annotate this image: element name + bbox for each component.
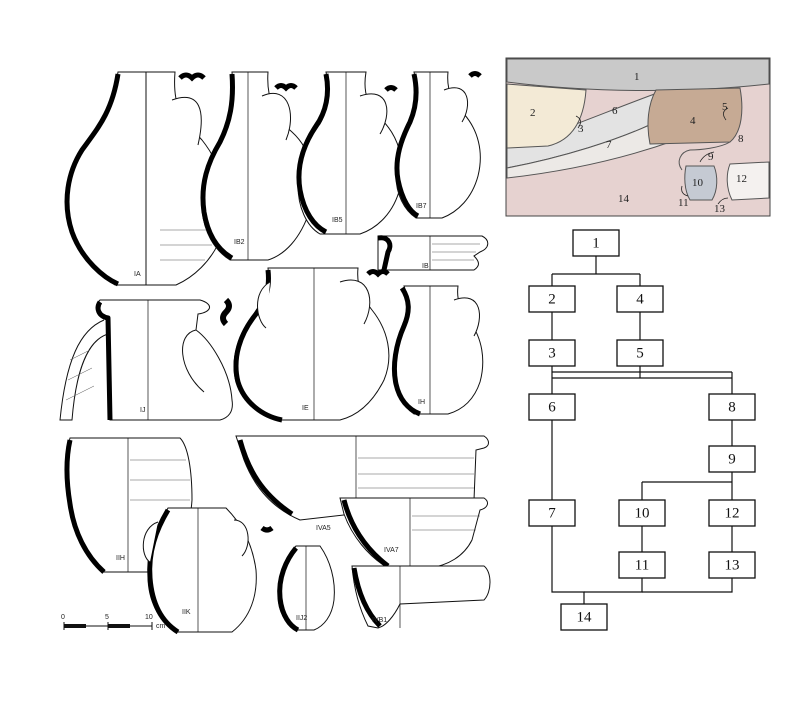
vessel-iik: IIK	[142, 507, 274, 635]
svg-text:2: 2	[548, 291, 556, 307]
label-ia: IA	[134, 271, 141, 278]
section-label-1: 1	[634, 71, 640, 83]
section-label-5: 5	[722, 101, 728, 113]
label-ib: IB	[422, 263, 429, 270]
vessel-ib: IB	[377, 235, 489, 271]
label-ib7: IB7	[416, 203, 427, 210]
section-label-11: 11	[678, 197, 689, 209]
scale-bar: 0 5 10 cm	[61, 614, 166, 630]
matrix-node-14: 14	[560, 603, 608, 631]
section-drawing: 1 2 3 4 5 6 7 8 9 10 11 12 13 14	[505, 57, 771, 217]
vessel-iij2: IIJ2	[277, 545, 335, 633]
section-unit-10-shape	[684, 165, 718, 201]
label-ib2: IB2	[234, 239, 245, 246]
vessel-ij: IJ	[59, 297, 233, 421]
section-label-13: 13	[714, 203, 726, 215]
section-label-14: 14	[618, 193, 630, 205]
matrix-node-13: 13	[708, 551, 756, 579]
matrix-node-5: 5	[616, 339, 664, 367]
section-unit-2-shape	[506, 83, 587, 149]
vessel-ib5: IB5	[296, 71, 403, 235]
matrix-node-8: 8	[708, 393, 756, 421]
svg-text:10: 10	[635, 505, 650, 521]
section-label-10: 10	[692, 177, 704, 189]
label-iik: IIK	[182, 609, 191, 616]
vessel-ih: IH	[391, 285, 484, 417]
harris-matrix: 1 2 4 3 5 6 8 9 7 10 12 11 13 14	[528, 229, 756, 631]
section-label-7: 7	[606, 139, 612, 151]
section-label-3: 3	[578, 123, 584, 135]
section-label-4: 4	[690, 115, 696, 127]
scale-unit: cm	[156, 623, 166, 630]
svg-text:8: 8	[728, 399, 736, 415]
svg-text:5: 5	[636, 345, 644, 361]
scale-tick-5: 5	[105, 614, 109, 621]
section-label-6: 6	[612, 105, 618, 117]
matrix-node-3: 3	[528, 339, 576, 367]
svg-text:14: 14	[577, 609, 593, 625]
svg-text:1: 1	[592, 235, 600, 251]
vessel-ie: IE	[233, 267, 390, 423]
scale-tick-0: 0	[61, 614, 65, 621]
svg-text:6: 6	[548, 399, 556, 415]
matrix-node-11: 11	[618, 551, 666, 579]
matrix-node-10: 10	[618, 499, 666, 527]
section-label-9: 9	[708, 151, 714, 163]
label-ij: IJ	[140, 407, 145, 414]
matrix-node-1: 1	[572, 229, 620, 257]
pottery-plate: IA IB2 IB5 IB7	[59, 71, 491, 635]
matrix-node-7: 7	[528, 499, 576, 527]
vessel-iva7: IVA7	[339, 497, 488, 569]
label-iih: IIH	[116, 555, 125, 562]
svg-text:4: 4	[636, 291, 644, 307]
vessel-ia: IA	[64, 71, 227, 287]
vessel-ib2: IB2	[200, 71, 314, 261]
label-ivb1: IVB1	[372, 617, 387, 624]
scale-tick-10: 10	[145, 614, 153, 621]
matrix-node-12: 12	[708, 499, 756, 527]
label-iij2: IIJ2	[296, 615, 307, 622]
svg-text:12: 12	[725, 505, 740, 521]
matrix-node-9: 9	[708, 445, 756, 473]
section-label-8: 8	[738, 133, 744, 145]
section-unit-1-shape	[506, 58, 770, 91]
section-label-2: 2	[530, 107, 536, 119]
label-ih: IH	[418, 399, 425, 406]
matrix-node-6: 6	[528, 393, 576, 421]
svg-text:13: 13	[725, 557, 740, 573]
label-ib5: IB5	[332, 217, 343, 224]
svg-text:7: 7	[548, 505, 556, 521]
section-label-12: 12	[736, 173, 747, 185]
svg-text:11: 11	[635, 557, 649, 573]
matrix-node-2: 2	[528, 285, 576, 313]
matrix-edges	[551, 256, 733, 604]
svg-text:3: 3	[548, 345, 556, 361]
matrix-node-4: 4	[616, 285, 664, 313]
label-ie: IE	[302, 405, 309, 412]
label-iva7: IVA7	[384, 547, 399, 554]
section-unit-12-shape	[726, 161, 770, 201]
svg-text:9: 9	[728, 451, 736, 467]
label-iva5: IVA5	[316, 525, 331, 532]
vessel-ib7: IB7	[394, 71, 482, 219]
vessel-ivb1: IVB1	[351, 565, 491, 629]
